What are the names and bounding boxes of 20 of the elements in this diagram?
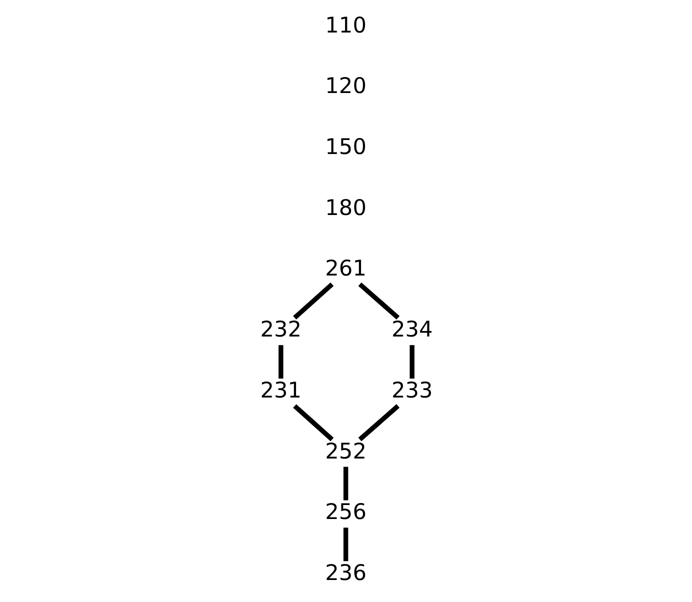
connector [409,345,414,379]
node-text: 233 [390,378,432,404]
node-text: 232 [260,318,302,343]
connector [292,282,334,320]
node-text: 236 [324,560,366,586]
label: 110 [324,13,366,38]
connector [278,345,283,379]
label: 120 [324,74,366,100]
connector [358,404,400,442]
connector [342,466,348,500]
node-text: 256 [324,500,366,526]
connector [292,404,334,442]
node-text: 231 [260,378,302,404]
label: 180 [324,196,366,221]
node-text: 234 [390,318,432,343]
connector [358,282,400,320]
node-text: 261 [324,256,366,282]
connector [342,528,348,562]
node-text: 252 [324,439,366,464]
label: 150 [324,135,366,160]
